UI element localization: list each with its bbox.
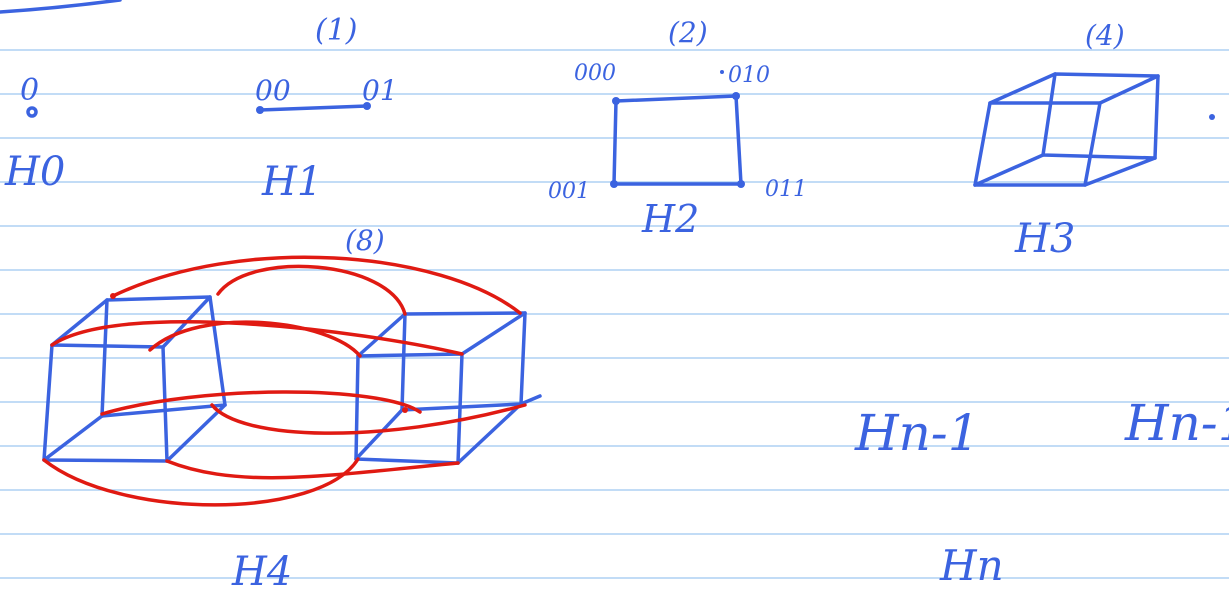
vertex-label-00: 00 (255, 74, 291, 107)
h4-red-edge-back-lower (210, 403, 527, 435)
graph-h0: 0 H0 (4, 73, 65, 195)
h4-red-edge-back-bottom (100, 390, 422, 416)
graph-label-h3: H3 (1014, 216, 1075, 262)
h1-edge (258, 104, 369, 112)
h4-red-edge-front-inner (148, 320, 362, 358)
graph-label-h2: H2 (641, 197, 699, 241)
h1-vertex-00 (256, 106, 264, 114)
h4-right-cube-back (400, 311, 527, 412)
vertex-label-011: 011 (765, 177, 807, 202)
h4-red-endpoint (402, 407, 408, 413)
vertex-label-001: 001 (548, 179, 590, 204)
vertex-label-0: 0 (20, 73, 39, 108)
h4-red-edge-front-top (50, 319, 464, 356)
corner-stroke (0, 0, 122, 14)
graph-label-hn-minus-1-right: Hn-1 (1124, 394, 1229, 452)
graph-label-h4: H4 (231, 549, 292, 595)
h4-red-edge-inner-bottom (165, 459, 460, 480)
h0-vertex (26, 106, 38, 118)
vertex-label-000: 000 (574, 61, 616, 86)
count-label-h1: (1) (315, 13, 358, 48)
h4-red-endpoint (110, 293, 116, 299)
h3-connecting-edges (973, 72, 1160, 187)
vertex-label-010: 010 (728, 63, 770, 88)
count-label-h3: (4) (1085, 19, 1125, 52)
graph-label-hn: Hn (939, 541, 1004, 590)
ruled-lines (0, 49, 1229, 579)
h2-vertex-001 (610, 180, 618, 188)
graph-h2: 000 010 001 011 H2 (548, 61, 807, 241)
vertex-label-01: 01 (362, 74, 398, 107)
graph-label-hn-minus-1-left: Hn-1 (854, 404, 980, 462)
count-label-h2: (2) (668, 16, 708, 49)
h4-right-cube-edges (354, 311, 542, 465)
count-label-h4: (8) (345, 224, 385, 257)
h2-vertex-011 (737, 180, 745, 188)
stray-dot (720, 70, 724, 74)
h4-red-edge-inner-top (216, 264, 407, 316)
h2-square (612, 94, 743, 186)
h3-front-face (973, 101, 1102, 187)
h4-red-edge-outer-top (111, 255, 522, 315)
graph-label-h0: H0 (4, 149, 65, 195)
graph-h4: H4 (42, 255, 542, 595)
graph-label-h1: H1 (261, 159, 322, 205)
graph-h3: H3 (973, 72, 1215, 262)
h1-vertex-01 (363, 102, 371, 110)
graph-h1: 00 01 H1 (255, 74, 398, 205)
h2-vertex-000 (612, 97, 620, 105)
trailing-dot (1209, 114, 1215, 120)
h3-back-face (1041, 72, 1160, 160)
h2-vertex-010 (732, 92, 740, 100)
h4-red-edge-outer-bottom (42, 457, 360, 507)
